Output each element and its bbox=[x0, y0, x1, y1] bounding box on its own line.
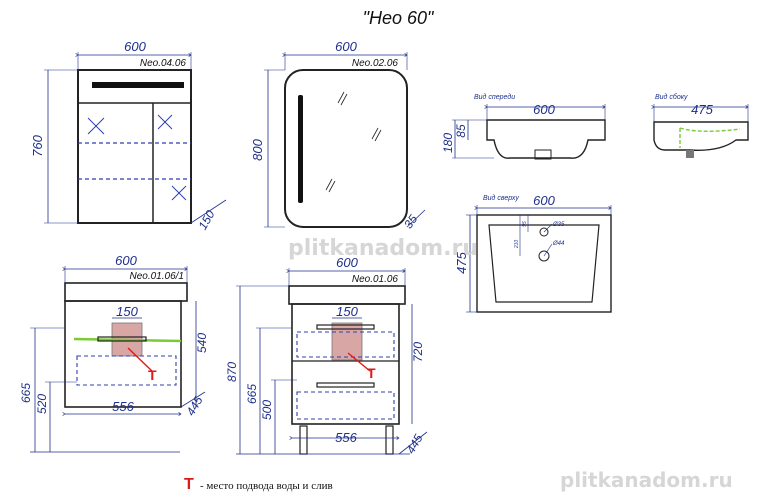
sink-top-label: Вид сверху bbox=[483, 194, 519, 202]
sink-top-view: Вид сверху Ø35 Ø44 95 210 600 475 bbox=[454, 193, 612, 313]
sink-side-depth: 475 bbox=[691, 102, 713, 117]
sink-top-depth: 475 bbox=[454, 251, 469, 273]
legend: Т - место подвода воды и слив bbox=[184, 476, 333, 493]
legend-text: - место подвода воды и слив bbox=[200, 480, 333, 492]
floor-total-height: 870 bbox=[225, 362, 239, 382]
sink-side-label: Вид сбоку bbox=[655, 93, 688, 101]
hanging-width: 600 bbox=[115, 253, 137, 268]
cabinet-depth: 150 bbox=[195, 208, 217, 233]
wall-cabinet-drawing: Neo.04.06 600 760 150 bbox=[30, 39, 227, 233]
hanging-zone-width: 150 bbox=[116, 304, 138, 319]
mirror-width: 600 bbox=[335, 39, 357, 54]
hanging-connection-height: 520 bbox=[35, 394, 49, 414]
drawing-title: "Нео 60" bbox=[363, 8, 435, 28]
offset-a: 95 bbox=[522, 221, 528, 227]
watermark-middle: plitkanadom.ru bbox=[288, 236, 478, 261]
hanging-vanity-drawing: Neo.01.06/1 Т 600 150 540 665 520 556 44… bbox=[19, 253, 209, 453]
mirror-code: Neo.02.06 bbox=[352, 58, 399, 69]
sink-top-width: 600 bbox=[533, 193, 555, 208]
hole-large: Ø44 bbox=[552, 241, 565, 247]
hanging-marker: Т bbox=[148, 367, 157, 383]
drawer-handle-upper bbox=[316, 324, 375, 330]
watermark-bottom: plitkanadom.ru bbox=[560, 468, 733, 492]
drawer-handle-lower bbox=[316, 382, 375, 388]
sink-front-label: Вид спереди bbox=[474, 93, 515, 101]
sink-side-view: Вид сбоку 475 bbox=[654, 93, 749, 158]
floor-vanity-code: Neo.01.06 bbox=[352, 274, 399, 285]
cabinet-width: 600 bbox=[124, 39, 146, 54]
hanging-depth: 445 bbox=[183, 394, 205, 419]
legend-marker: Т bbox=[184, 476, 194, 493]
drain-hole bbox=[538, 250, 550, 262]
floor-width: 600 bbox=[336, 255, 358, 270]
sink-front-view: Вид спереди 600 85 180 bbox=[441, 93, 606, 160]
hanging-height: 540 bbox=[195, 333, 209, 353]
cabinet-height: 760 bbox=[30, 134, 45, 156]
floor-connection-height: 500 bbox=[260, 400, 274, 420]
hinge-mark bbox=[87, 114, 187, 201]
offset-b: 210 bbox=[514, 240, 520, 250]
floor-bottom-width: 556 bbox=[335, 430, 357, 445]
cabinet-code: Neo.04.06 bbox=[140, 58, 187, 69]
sink-front-rim: 85 bbox=[454, 124, 468, 138]
hanging-floor-height: 665 bbox=[19, 383, 33, 403]
tap-hole bbox=[539, 227, 549, 237]
sink-front-width: 600 bbox=[533, 102, 555, 117]
floor-vanity-drawing: Neo.01.06 Т 600 150 870 665 500 720 556 … bbox=[225, 255, 428, 456]
floor-zone-width: 150 bbox=[336, 304, 358, 319]
floor-marker: Т bbox=[367, 365, 376, 381]
drawer-handle bbox=[97, 336, 147, 342]
mirror-light-strip bbox=[298, 95, 303, 203]
mirror-drawing: Neo.02.06 600 800 35 bbox=[250, 39, 426, 231]
cabinet-light-strip bbox=[92, 82, 184, 88]
hole-small: Ø35 bbox=[552, 222, 565, 228]
mirror-height: 800 bbox=[250, 138, 265, 160]
hanging-vanity-code: Neo.01.06/1 bbox=[130, 271, 185, 282]
sink-front-height: 180 bbox=[441, 133, 455, 153]
floor-floor-height: 665 bbox=[245, 384, 259, 404]
hanging-bottom-width: 556 bbox=[112, 399, 134, 414]
floor-height-right: 720 bbox=[411, 342, 425, 362]
mirror-depth: 35 bbox=[401, 212, 420, 231]
